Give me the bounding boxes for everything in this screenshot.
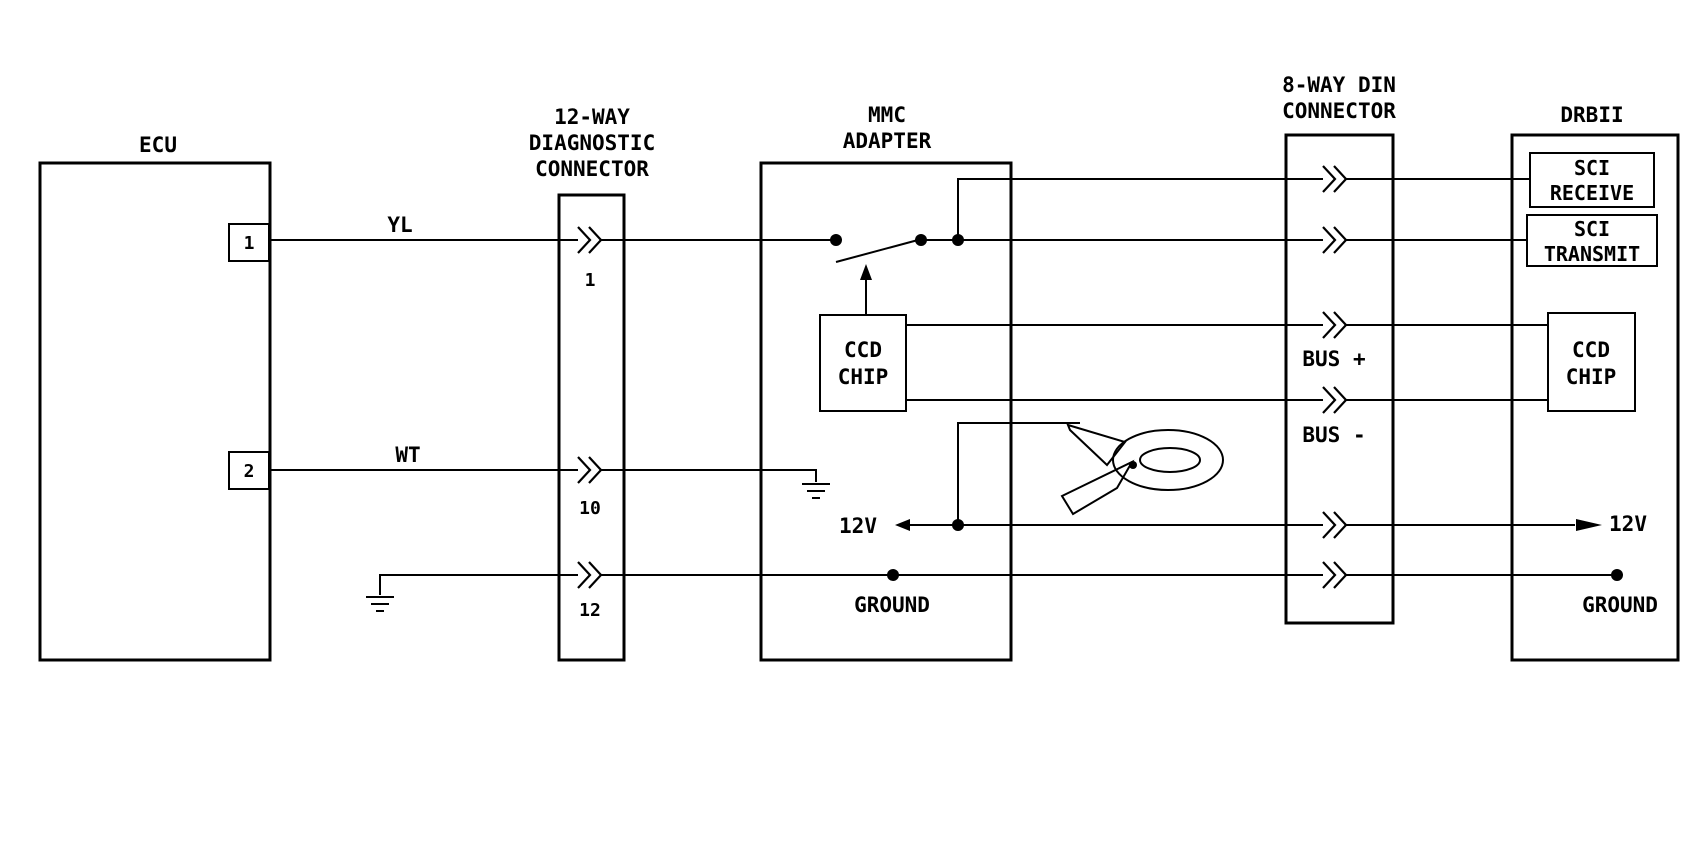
wire-ecu-ground-to-diag <box>379 574 578 595</box>
switch-arm <box>835 239 919 263</box>
mmc-adapter-outline <box>759 161 1013 662</box>
drbii-ccd-chip-label-line1: CCD <box>1572 338 1610 362</box>
wire-sci-receive-branch <box>957 178 1323 240</box>
diag-pin-12-label: 12 <box>579 600 601 621</box>
mmc-ccd-chip <box>819 314 907 412</box>
drbii-sci-receive-line1: SCI <box>1574 156 1610 180</box>
mmc-adapter-block: MMC ADAPTER CCD CHIP 12V GROUND <box>759 103 1013 662</box>
mmc-adapter-title-line1: MMC <box>868 103 906 127</box>
din-pin-bus-minus-chevron <box>1321 385 1348 415</box>
din-connector-title-line1: 8-WAY DIN <box>1282 73 1396 97</box>
ground-symbol-icon <box>365 596 395 612</box>
din-pin-sci-rx-chevron <box>1321 164 1348 194</box>
wire-wt-label: WT <box>395 443 420 467</box>
din-pin-sci-tx-chevron <box>1321 225 1348 255</box>
wire-yl-label: YL <box>387 213 412 237</box>
diag-pin-10-chevron <box>576 455 603 485</box>
ground-symbol-icon <box>801 483 831 499</box>
drbii-block: DRBII SCI RECEIVE SCI TRANSMIT CCD CHIP … <box>1510 103 1680 662</box>
mmc-12v-arrow-icon <box>895 519 910 531</box>
diag-pin-1-label: 1 <box>585 270 596 291</box>
clamp-probe-icon <box>1060 423 1224 516</box>
mmc-ccd-chip-label-line1: CCD <box>844 338 882 362</box>
diagnostic-connector-title-line3: CONNECTOR <box>535 157 649 181</box>
diagnostic-connector-title-line1: 12-WAY <box>554 105 630 129</box>
switch-contact-left <box>830 234 842 246</box>
mmc-adapter-title-line2: ADAPTER <box>843 129 932 153</box>
mmc-ccd-chip-label-line2: CHIP <box>838 365 889 389</box>
drbii-12v-arrow-icon <box>1576 519 1602 531</box>
wire-12v-clamp-tap <box>957 422 1080 525</box>
din-pin-12v-chevron <box>1321 510 1348 540</box>
drbii-12v-label: 12V <box>1609 512 1647 536</box>
din-pin-bus-plus-chevron <box>1321 310 1348 340</box>
ecu-outline <box>38 161 272 662</box>
drbii-sci-transmit-line2: TRANSMIT <box>1544 242 1640 266</box>
diag-pin-10-label: 10 <box>579 498 601 519</box>
din-connector-block: 8-WAY DIN CONNECTOR BUS + BUS - <box>1282 73 1396 625</box>
switch-actuator-arrow <box>860 264 872 280</box>
din-bus-plus-label: BUS + <box>1302 347 1365 371</box>
diagnostic-connector-title-line2: DIAGNOSTIC <box>529 131 655 155</box>
ecu-title: ECU <box>139 133 177 157</box>
din-connector-outline <box>1284 133 1395 625</box>
drbii-sci-receive-line2: RECEIVE <box>1550 181 1634 205</box>
diag-pin-12-chevron <box>576 560 603 590</box>
ecu-pin-2-label: 2 <box>244 461 255 482</box>
drbii-ground-label: GROUND <box>1582 593 1658 617</box>
drbii-sci-transmit-line1: SCI <box>1574 217 1610 241</box>
diagnostic-connector-block: 12-WAY DIAGNOSTIC CONNECTOR 1 10 12 <box>529 105 655 662</box>
drbii-ccd-chip-label-line2: CHIP <box>1566 365 1617 389</box>
drbii-ccd-chip <box>1547 312 1636 412</box>
mmc-12v-label: 12V <box>839 514 877 538</box>
mmc-ground-dot <box>887 569 899 581</box>
diagnostic-connector-outline <box>557 193 626 662</box>
din-bus-minus-label: BUS - <box>1302 423 1365 447</box>
ecu-pin-2-box <box>228 451 270 490</box>
mmc-ground-label: GROUND <box>854 593 930 617</box>
ecu-pin-1-label: 1 <box>244 233 255 254</box>
drbii-title: DRBII <box>1560 103 1623 127</box>
diag-pin-1-chevron <box>576 225 603 255</box>
ecu-pin-1-box <box>228 223 270 262</box>
din-pin-ground-chevron <box>1321 560 1348 590</box>
drbii-ground-dot <box>1611 569 1623 581</box>
drbii-outline <box>1510 133 1680 662</box>
wire-diag-pin10-to-ground <box>601 469 817 482</box>
wiring: YL WT <box>270 178 1623 612</box>
din-connector-title-line2: CONNECTOR <box>1282 99 1396 123</box>
ecu-block: ECU 1 2 <box>38 133 272 662</box>
